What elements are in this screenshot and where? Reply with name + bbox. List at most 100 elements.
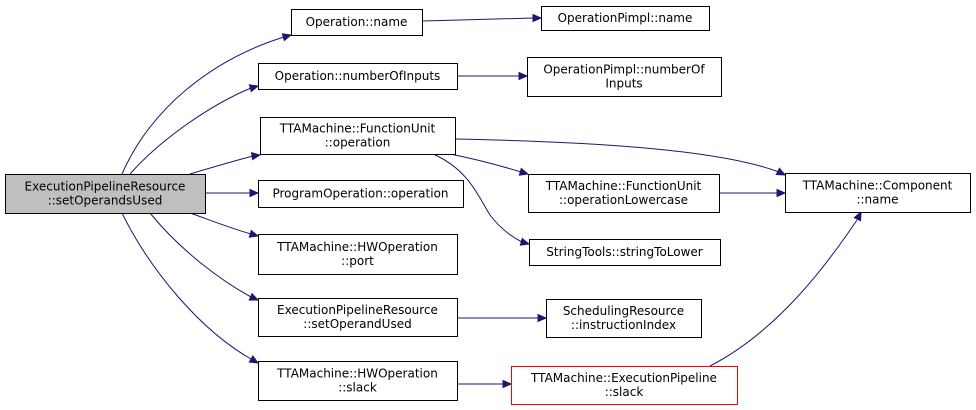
node-label-line: SchedulingResource [563,304,684,318]
node-box [541,6,710,31]
node-label-line: ::slack [605,385,644,399]
call-edge [421,13,543,23]
node-label-line: ExecutionPipelineResource [277,303,438,317]
node-label-line: ::port [341,254,374,268]
node-box [258,180,464,208]
arrowhead [281,33,293,42]
arrowhead [248,229,260,238]
node-box [258,63,458,90]
edges [121,13,862,389]
call-edge [189,151,262,175]
edge-line [149,212,252,298]
call-edge [709,210,862,367]
edge-line [121,212,252,360]
node-label-line: TTAMachine::FunctionUnit [545,179,702,193]
call-edge [454,138,787,176]
node-label-line: TTAMachine::HWOperation [276,240,438,254]
node-label-line: ::operation [325,136,391,150]
edge-line [189,155,254,175]
node-label-line: StringTools::stringToLower [546,245,703,259]
node-label-line: Inputs [605,77,642,91]
node-fuop[interactable]: TTAMachine::FunctionUnit::operation [260,117,456,155]
arrowhead [248,292,260,301]
node-oppnum[interactable]: OperationPimpl::numberOfInputs [527,57,722,97]
arrowhead [518,167,530,176]
node-epslack[interactable]: TTAMachine::ExecutionPipeline::slack [511,366,738,405]
arrowhead [248,355,260,364]
call-edge [457,313,548,323]
arrowhead [532,13,543,23]
arrowhead [518,71,529,81]
node-label-line: ::setOperandUsed [303,317,411,331]
edge-line [449,153,522,173]
node-opname[interactable]: Operation::name [291,9,423,36]
edge-line [189,212,252,235]
edge-line [432,153,523,243]
node-opnum[interactable]: Operation::numberOfInputs [258,63,458,90]
arrowhead [248,84,260,93]
node-label-line: ::slack [338,381,377,395]
call-edge [149,212,260,301]
node-box [529,239,721,266]
arrowhead [537,313,548,323]
node-progop[interactable]: ProgramOperation::operation [258,180,464,208]
call-edge [189,212,260,238]
arrowhead [519,237,531,246]
node-label-line: TTAMachine::Component [802,179,953,193]
edge-line [709,219,858,367]
arrowhead [249,188,260,198]
call-edge [121,212,260,364]
node-box [528,174,720,213]
call-edge [457,71,529,81]
call-edge [205,188,260,198]
node-label-line: Operation::name [306,15,408,29]
arrowhead [775,167,787,176]
edge-line [421,17,535,22]
node-hwslack[interactable]: TTAMachine::HWOperation::slack [258,361,458,401]
node-instr[interactable]: SchedulingResource::instructionIndex [546,299,702,338]
node-box [785,173,971,213]
node-label-line: ::setOperandsUsed [48,194,163,208]
arrowhead [776,188,787,198]
arrowhead [250,151,262,161]
call-edge [457,379,513,389]
node-oppname[interactable]: OperationPimpl::name [541,6,710,31]
call-edge [449,153,530,176]
call-edge [432,153,531,246]
edge-line [121,36,285,175]
node-strlow[interactable]: StringTools::stringToLower [529,239,721,266]
node-label-line: ::name [856,193,898,207]
node-label-line: TTAMachine::HWOperation [276,367,438,381]
node-comp[interactable]: TTAMachine::Component::name [785,173,971,213]
node-label-line: ExecutionPipelineResource [25,180,186,194]
call-edge [719,188,787,198]
arrowhead [502,379,513,389]
node-label-line: TTAMachine::ExecutionPipeline [530,371,717,385]
node-box [527,57,722,97]
node-box [5,174,206,214]
edge-line [129,87,252,175]
node-label-line: ::operationLowercase [559,193,688,207]
node-label-line: TTAMachine::FunctionUnit [279,122,436,136]
node-box [258,298,458,337]
node-box [546,299,702,338]
node-root: ExecutionPipelineResource::setOperandsUs… [5,174,206,214]
node-setused[interactable]: ExecutionPipelineResource::setOperandUse… [258,298,458,337]
call-edge [121,33,293,175]
node-label-line: ::instructionIndex [571,318,676,332]
edge-line [454,138,780,173]
node-box [291,9,423,36]
node-box [258,234,458,275]
call-edge [129,84,260,175]
node-label-line: ProgramOperation::operation [272,187,448,201]
node-label-line: OperationPimpl::numberOf [543,63,705,77]
arrowhead [853,210,862,222]
node-fulow[interactable]: TTAMachine::FunctionUnit::operationLower… [528,174,720,213]
node-label-line: OperationPimpl::name [558,11,693,25]
node-hwport[interactable]: TTAMachine::HWOperation::port [258,234,458,275]
node-label-line: Operation::numberOfInputs [275,69,441,83]
nodes: ExecutionPipelineResource::setOperandsUs… [5,6,971,405]
node-box [258,361,458,401]
node-box [511,366,738,405]
